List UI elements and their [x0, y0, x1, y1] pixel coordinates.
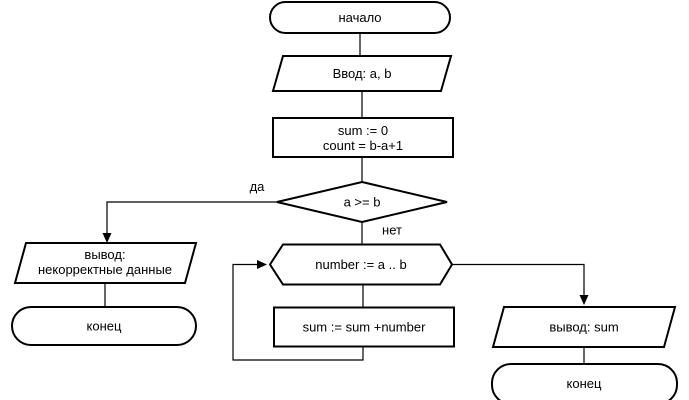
node-loop-label: number := a .. b [315, 257, 406, 272]
edge-loop-exit-branch [452, 263, 585, 296]
terminator-shape [11, 306, 197, 346]
node-invalid-output-line1: вывод: [84, 247, 125, 262]
edge-label-yes: да [250, 179, 266, 194]
decision-diamond-shape [276, 180, 448, 224]
node-end-right: конец [491, 363, 678, 400]
node-output-sum: вывод: sum [491, 306, 677, 348]
node-init: sum := 0 count = b-a+1 [272, 117, 454, 158]
node-decision: a >= b [276, 180, 448, 224]
arrowhead-down-icon [579, 295, 589, 305]
node-accumulate-label: sum := sum +number [303, 320, 426, 335]
node-end-left: конец [11, 306, 197, 346]
node-input-ab-label: Ввод: a, b [333, 66, 392, 81]
node-start-label: начало [338, 10, 381, 25]
node-accumulate: sum := sum +number [273, 306, 455, 348]
node-start: начало [269, 1, 451, 34]
loop-hexagon-shape [268, 243, 454, 286]
node-end-right-label: конец [567, 376, 602, 391]
node-invalid-output: вывод: некорректные данные [13, 242, 198, 284]
node-init-line2: count = b-a+1 [323, 138, 403, 153]
terminator-shape [269, 1, 451, 34]
node-decision-label: a >= b [344, 195, 381, 210]
node-loop: number := a .. b [268, 243, 454, 286]
parallelogram-shape [491, 306, 677, 348]
node-output-sum-label: вывод: sum [549, 320, 618, 335]
process-shape [272, 117, 454, 158]
node-init-line1: sum := 0 [338, 123, 388, 138]
edge-label-no: нет [382, 223, 402, 238]
parallelogram-shape [271, 55, 453, 92]
process-shape [273, 306, 455, 348]
edge-decision-yes-branch [106, 201, 277, 236]
arrowhead-right-icon [257, 260, 267, 269]
node-invalid-output-line2: некорректные данные [38, 262, 172, 277]
arrowhead-down-icon [102, 233, 112, 243]
edge-loopback [232, 263, 364, 361]
parallelogram-shape [13, 242, 198, 284]
terminator-shape [491, 363, 678, 400]
node-input-ab: Ввод: a, b [271, 55, 453, 92]
node-end-left-label: конец [87, 319, 122, 334]
